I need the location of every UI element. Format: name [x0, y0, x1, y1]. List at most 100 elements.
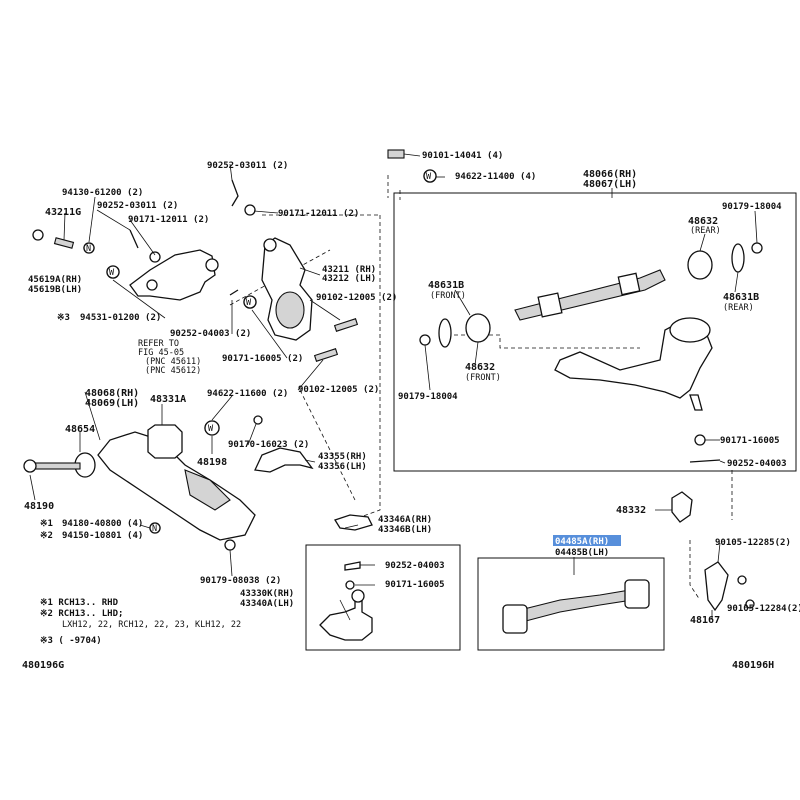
note: ※2 RCH13.. LHD;: [40, 609, 123, 619]
bolt-icon: [387, 149, 405, 159]
nut-icon: [32, 229, 44, 241]
label: 43212 (LH): [322, 274, 376, 284]
label: (FRONT): [465, 373, 501, 383]
knuckle-hole: [146, 279, 158, 291]
upper-arm-shaft[interactable]: [514, 269, 666, 321]
bump-stopper[interactable]: [147, 424, 183, 459]
label: (REAR): [690, 226, 721, 236]
label: 48632: [465, 362, 495, 373]
label: 45619B(LH): [28, 285, 82, 295]
bolt-icon: [333, 318, 359, 332]
label: 48332: [616, 505, 646, 516]
upper-control-arm[interactable]: [554, 321, 713, 399]
cotter-pin-icon: [689, 459, 721, 463]
label: 48069(LH): [85, 398, 139, 409]
label: 43355(RH): [318, 452, 367, 462]
washer-rear: [731, 243, 745, 273]
label: 90171-12011 (2): [278, 209, 359, 219]
bump-stopper-48332[interactable]: [671, 491, 693, 523]
label: (REAR): [723, 303, 754, 313]
cotter-pin-icon: [229, 289, 239, 296]
label: (FRONT): [430, 291, 466, 301]
label: 43346A(RH): [378, 515, 432, 525]
mark: ※3: [57, 313, 70, 323]
label: 90102-12005 (2): [316, 293, 397, 303]
ball-joint-frame: [305, 544, 461, 651]
part-labels: 90252-03011 (2) 94130-61200 (2) 90252-03…: [22, 151, 800, 671]
nut-icon: [224, 539, 236, 551]
knuckle-hole: [205, 258, 219, 272]
label: 90105-12285(2): [715, 538, 791, 548]
label: 90252-03011 (2): [97, 201, 178, 211]
note: (PNC 45611): [145, 357, 201, 367]
mark-w: W: [246, 298, 252, 308]
figure-id-left: 480196G: [22, 660, 64, 671]
mark-n: N: [152, 524, 157, 534]
mark-w: W: [208, 424, 214, 434]
spacer[interactable]: [334, 514, 373, 531]
label: 43211 (RH): [322, 265, 376, 275]
nut-icon: [737, 575, 747, 585]
label: 43330K(RH): [240, 589, 294, 599]
ball-stud: [351, 589, 365, 603]
dust-deflector[interactable]: [254, 447, 314, 473]
label: 43340A(LH): [240, 599, 294, 609]
bushing-front[interactable]: [465, 313, 491, 343]
bolt-icon: [313, 348, 339, 362]
label: 48631B: [428, 280, 464, 291]
cotter-pin-icon: [129, 229, 139, 249]
cotter-pin-icon: [231, 179, 239, 207]
spindle-hub: [275, 291, 305, 329]
arm-shading: [184, 469, 231, 511]
label: 48631B: [723, 292, 759, 303]
guide-line: [351, 215, 381, 521]
nut-icon: [419, 334, 431, 346]
note: (PNC 45612): [145, 366, 201, 376]
stabilizer-link-frame: [477, 557, 665, 651]
label: 94150-10801 (4): [62, 531, 143, 541]
nut-icon: [244, 204, 256, 216]
bushing-rear[interactable]: [687, 250, 713, 280]
nut-icon: [345, 580, 355, 590]
label: 48654: [65, 424, 95, 435]
note: LXH12, 22, RCH12, 22, 23, KLH12, 22: [62, 620, 241, 630]
stabilizer-link[interactable]: [519, 589, 633, 623]
link-bushing: [502, 604, 528, 634]
label: 90252-04003: [385, 561, 445, 571]
nut-icon: [694, 434, 706, 446]
knuckle-hole: [263, 238, 277, 252]
label: 90252-03011 (2): [207, 161, 288, 171]
knuckle-bracket[interactable]: [129, 249, 216, 301]
mark: ※2: [40, 531, 53, 541]
mark-w: W: [109, 268, 115, 278]
label: 90171-12011 (2): [128, 215, 209, 225]
upper-arm-frame: [393, 192, 797, 472]
washer-front: [438, 318, 452, 348]
label: 48068(RH): [85, 388, 139, 399]
cotter-pin-icon: [344, 561, 361, 571]
guide-line: [689, 540, 701, 601]
nut-icon: [745, 599, 755, 609]
bracket-48167[interactable]: [704, 561, 729, 612]
label: 43356(LH): [318, 462, 367, 472]
lower-control-arm[interactable]: [97, 431, 256, 541]
label: 90179-18004: [398, 392, 458, 402]
bolt-48190[interactable]: [29, 462, 81, 470]
lower-ball-joint[interactable]: [319, 597, 373, 641]
note: REFER TO: [138, 339, 179, 349]
bolt-icon: [53, 237, 75, 249]
label: 90171-16005: [720, 436, 780, 446]
highlight-box: [553, 535, 621, 546]
label: 48066(RH): [583, 169, 637, 180]
label-highlighted: 04485A(RH): [555, 537, 609, 547]
label: 90252-04003 (2): [170, 329, 251, 339]
label: 90102-12005 (2): [298, 385, 379, 395]
label: 48198: [197, 457, 227, 468]
leader-lines: [29, 153, 758, 621]
label: 90179-08038 (2): [200, 576, 281, 586]
nut-icon: [751, 242, 763, 254]
mark: ※1: [40, 519, 53, 529]
shaft-collar: [537, 292, 563, 318]
label: 94531-01200 (2): [80, 313, 161, 323]
